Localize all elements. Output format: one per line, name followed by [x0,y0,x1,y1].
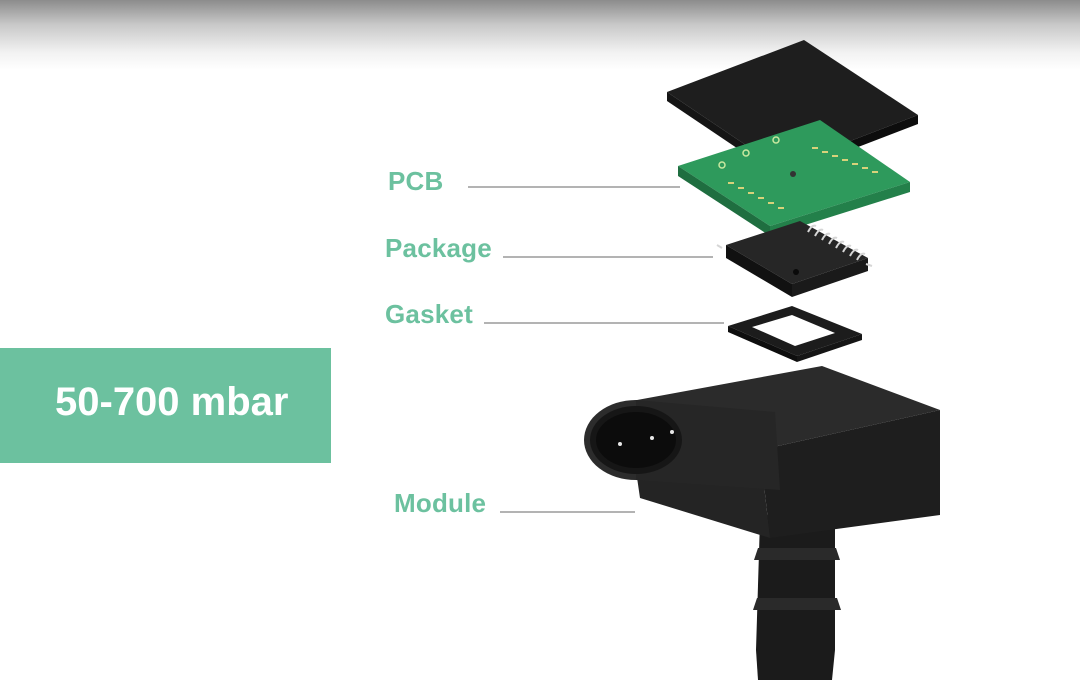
module-housing [584,366,940,680]
gasket-label: Gasket [385,299,473,329]
module-label: Module [394,488,487,518]
gasket-leader-line [484,322,724,324]
pcb-board [678,120,910,236]
pressure-range-banner: 50-700 mbar [0,348,331,463]
pcb-leader-line [468,186,680,188]
package-chip [716,221,873,297]
gasket-ring [728,306,862,362]
module-leader-line [500,511,635,513]
pressure-range-text: 50-700 mbar [55,380,289,424]
top-shadow [0,0,1080,70]
package-label: Package [385,233,492,263]
package-leader-line [503,256,713,258]
pcb-label: PCB [388,166,444,196]
